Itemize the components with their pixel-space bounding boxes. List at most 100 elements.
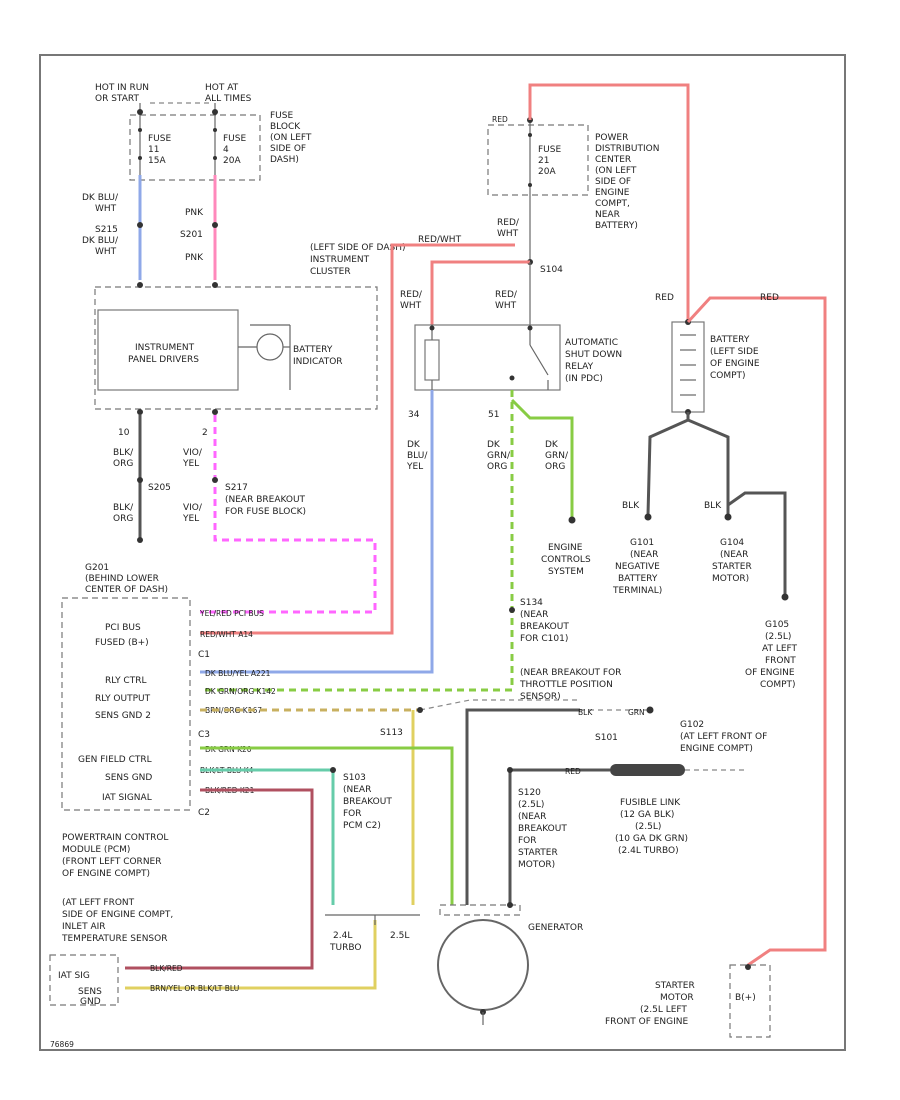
label-s217: S217 (NEAR BREAKOUT FOR FUSE BLOCK) bbox=[225, 483, 306, 517]
svg-text:WHT: WHT bbox=[497, 229, 519, 239]
label-blk-org-1: BLK/ ORG bbox=[113, 448, 134, 469]
label-pin-34: 34 bbox=[408, 410, 420, 420]
svg-text:MOTOR): MOTOR) bbox=[518, 860, 555, 870]
wire-label-pcm-4: DK GRN/ORG K142 bbox=[205, 687, 276, 696]
label-dk-grn-org-1: DK GRN/ ORG bbox=[487, 440, 511, 472]
wire-dk-grn-gen bbox=[200, 746, 454, 905]
svg-text:OR START: OR START bbox=[95, 94, 139, 104]
label-pin-2: 2 bbox=[202, 428, 208, 438]
label-red-battery-2: RED bbox=[760, 293, 779, 303]
label-red-wht-3: RED/ WHT bbox=[400, 290, 423, 311]
label-pin-10: 10 bbox=[118, 428, 130, 438]
label-b-plus: B(+) bbox=[735, 993, 756, 1003]
label-g101: G101 (NEAR NEGATIVE BATTERY TERMINAL) bbox=[612, 538, 662, 596]
svg-text:(2.5L): (2.5L) bbox=[518, 800, 544, 810]
svg-text:SENS GND: SENS GND bbox=[105, 773, 152, 783]
label-asd-relay: AUTOMATIC SHUT DOWN RELAY (IN PDC) bbox=[565, 338, 622, 384]
svg-text:(LEFT SIDE: (LEFT SIDE bbox=[710, 347, 759, 357]
fuse-block-outline bbox=[129, 114, 261, 181]
svg-text:OF ENGINE: OF ENGINE bbox=[710, 359, 760, 369]
svg-text:TURBO: TURBO bbox=[329, 943, 361, 953]
svg-text:GRN/: GRN/ bbox=[487, 451, 511, 461]
svg-text:CLUSTER: CLUSTER bbox=[310, 267, 351, 277]
wire-dk-blu-yel bbox=[200, 390, 434, 674]
svg-text:HOT AT: HOT AT bbox=[205, 83, 239, 93]
svg-text:(NEAR: (NEAR bbox=[720, 550, 748, 560]
svg-text:SIDE OF: SIDE OF bbox=[595, 177, 631, 187]
pcm-outline bbox=[61, 597, 191, 811]
label-g201-0: G201 bbox=[85, 563, 109, 573]
svg-text:OF ENGINE COMPT): OF ENGINE COMPT) bbox=[62, 869, 150, 879]
svg-text:(2.5L): (2.5L) bbox=[635, 822, 661, 832]
iat-sensor-pins: IAT SIG SENS GND bbox=[58, 971, 102, 1007]
svg-text:DASH): DASH) bbox=[270, 155, 299, 165]
wire-blk-red-iat bbox=[125, 788, 314, 970]
label-fusible-link: FUSIBLE LINK (12 GA BLK) (2.5L) (10 GA D… bbox=[615, 798, 688, 856]
svg-text:NEGATIVE: NEGATIVE bbox=[615, 562, 660, 572]
label-hot-all-times: HOT AT ALL TIMES bbox=[205, 83, 252, 104]
svg-text:(AT LEFT FRONT: (AT LEFT FRONT bbox=[62, 898, 135, 908]
svg-text:FOR: FOR bbox=[518, 836, 537, 846]
svg-text:DK BLU/: DK BLU/ bbox=[82, 236, 119, 246]
svg-text:WHT: WHT bbox=[495, 301, 517, 311]
wire-label-iat-2: BRN/YEL OR BLK/LT BLU bbox=[150, 984, 239, 993]
svg-text:GND: GND bbox=[80, 997, 101, 1007]
pdc-outline bbox=[487, 124, 589, 196]
svg-text:ORG: ORG bbox=[113, 514, 133, 524]
svg-text:ALL TIMES: ALL TIMES bbox=[205, 94, 252, 104]
wire-red-battery-starter bbox=[686, 296, 827, 967]
svg-text:DISTRIBUTION: DISTRIBUTION bbox=[595, 144, 659, 154]
svg-text:S217: S217 bbox=[225, 483, 248, 493]
svg-text:S120: S120 bbox=[518, 788, 541, 798]
svg-text:SIDE OF: SIDE OF bbox=[270, 144, 306, 154]
battery-indicator-lamp bbox=[256, 333, 284, 361]
svg-text:VIO/: VIO/ bbox=[183, 448, 203, 458]
svg-text:MOTOR): MOTOR) bbox=[712, 574, 749, 584]
svg-text:SYSTEM: SYSTEM bbox=[548, 567, 584, 577]
svg-text:G104: G104 bbox=[720, 538, 744, 548]
svg-text:CENTER: CENTER bbox=[595, 155, 631, 165]
svg-text:(ON LEFT: (ON LEFT bbox=[270, 133, 312, 143]
svg-text:20A: 20A bbox=[538, 167, 556, 177]
svg-text:BATTERY: BATTERY bbox=[293, 345, 333, 355]
svg-text:DK: DK bbox=[487, 440, 501, 450]
wire-blk-gen-ground bbox=[465, 708, 580, 905]
svg-text:STARTER: STARTER bbox=[518, 848, 558, 858]
svg-text:(NEAR: (NEAR bbox=[520, 610, 548, 620]
svg-text:DK BLU/: DK BLU/ bbox=[82, 193, 119, 203]
label-vio-yel-1: VIO/ YEL bbox=[182, 448, 203, 469]
svg-text:SIDE OF ENGINE COMPT,: SIDE OF ENGINE COMPT, bbox=[62, 910, 173, 920]
svg-text:VIO/: VIO/ bbox=[183, 503, 203, 513]
label-s104: S104 bbox=[540, 265, 563, 275]
svg-text:POWERTRAIN CONTROL: POWERTRAIN CONTROL bbox=[62, 833, 168, 843]
label-s113: S113 bbox=[380, 728, 403, 738]
svg-text:FRONT: FRONT bbox=[765, 656, 796, 666]
label-blk-s101: BLK bbox=[578, 708, 593, 717]
label-blk-1: BLK bbox=[622, 501, 640, 511]
relay-coil bbox=[424, 339, 440, 381]
label-g105: G105 (2.5L) AT LEFT FRONT OF ENGINE COMP… bbox=[745, 620, 798, 690]
svg-text:FUSED (B+): FUSED (B+) bbox=[95, 638, 149, 648]
svg-text:BREAKOUT: BREAKOUT bbox=[343, 797, 392, 807]
pcm-connector-c2: GEN FIELD CTRL SENS GND IAT SIGNAL C2 bbox=[78, 755, 210, 818]
iat-sensor-box bbox=[49, 954, 119, 1006]
svg-text:GEN FIELD CTRL: GEN FIELD CTRL bbox=[78, 755, 152, 765]
svg-text:S215: S215 bbox=[95, 225, 118, 235]
label-fuse-21: FUSE 21 20A bbox=[538, 145, 561, 177]
label-pcm: POWERTRAIN CONTROL MODULE (PCM) (FRONT L… bbox=[62, 833, 168, 879]
svg-text:G105: G105 bbox=[765, 620, 789, 630]
svg-text:WHT: WHT bbox=[95, 204, 117, 214]
svg-text:COMPT): COMPT) bbox=[710, 371, 746, 381]
svg-text:POWER: POWER bbox=[595, 133, 628, 143]
label-red-wht-2: RED/WHT bbox=[418, 235, 462, 245]
label-pdc: POWER DISTRIBUTION CENTER (ON LEFT SIDE … bbox=[595, 133, 659, 231]
label-pnk-2: PNK bbox=[185, 253, 204, 263]
svg-text:BLOCK: BLOCK bbox=[270, 122, 301, 132]
label-vio-yel-2: VIO/ YEL bbox=[182, 503, 203, 524]
svg-text:BATTERY: BATTERY bbox=[618, 574, 658, 584]
wire-red-pdc-battery bbox=[528, 83, 690, 322]
svg-text:PCM C2): PCM C2) bbox=[343, 821, 381, 831]
label-g104: G104 (NEAR STARTER MOTOR) bbox=[712, 538, 752, 584]
svg-text:IAT SIGNAL: IAT SIGNAL bbox=[102, 793, 152, 803]
